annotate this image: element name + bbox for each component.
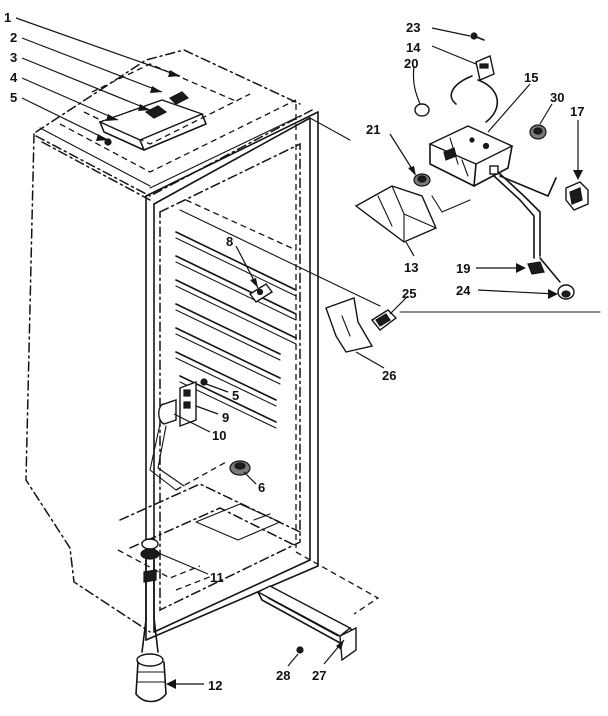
callout-12: 12: [208, 678, 222, 693]
small-parts: [370, 32, 575, 331]
callout-11: 11: [210, 570, 224, 585]
callout-15: 15: [524, 70, 538, 85]
drain-tube-part-11-12: [135, 538, 167, 703]
callout-labels: 1 2 3 4 5 5 6 8 9 10 11 12 13 14 15 17 1…: [4, 10, 584, 693]
callout-10: 10: [212, 428, 226, 443]
callout-8: 8: [226, 234, 233, 249]
callout-3: 3: [10, 50, 17, 65]
shelf-clip-part-8: [248, 283, 274, 303]
light-shield-part-13: [354, 185, 437, 243]
top-light-assembly: [91, 63, 239, 151]
reference-lines: [179, 117, 601, 313]
leader-lines: [15, 17, 583, 689]
callout-5-top: 5: [10, 90, 17, 105]
callout-17: 17: [570, 104, 584, 119]
callout-4: 4: [10, 70, 18, 85]
callout-14: 14: [406, 40, 421, 55]
callout-2: 2: [10, 30, 17, 45]
callout-20: 20: [404, 56, 418, 71]
drain-fitting-part-6: [229, 460, 251, 476]
callout-19: 19: [456, 261, 470, 276]
callout-24: 24: [456, 283, 471, 298]
callout-9: 9: [222, 410, 229, 425]
lower-compartment: [117, 483, 301, 591]
thermostat-bracket-part-9-10: [149, 378, 227, 491]
callout-21: 21: [366, 122, 380, 137]
callout-27: 27: [312, 668, 326, 683]
kick-plate-part-27-28: [256, 551, 380, 662]
callout-23: 23: [406, 20, 420, 35]
callout-30: 30: [550, 90, 564, 105]
callout-13: 13: [404, 260, 418, 275]
callout-5-lower: 5: [232, 388, 239, 403]
callout-28: 28: [276, 668, 290, 683]
callout-1: 1: [4, 10, 11, 25]
callout-26: 26: [382, 368, 396, 383]
callout-6: 6: [258, 480, 265, 495]
baffle-part-26: [325, 297, 374, 353]
switch-part-17: [565, 181, 589, 211]
callout-25: 25: [402, 286, 416, 301]
wiring-harness: [431, 75, 561, 283]
control-housing-part-15: [428, 125, 514, 187]
